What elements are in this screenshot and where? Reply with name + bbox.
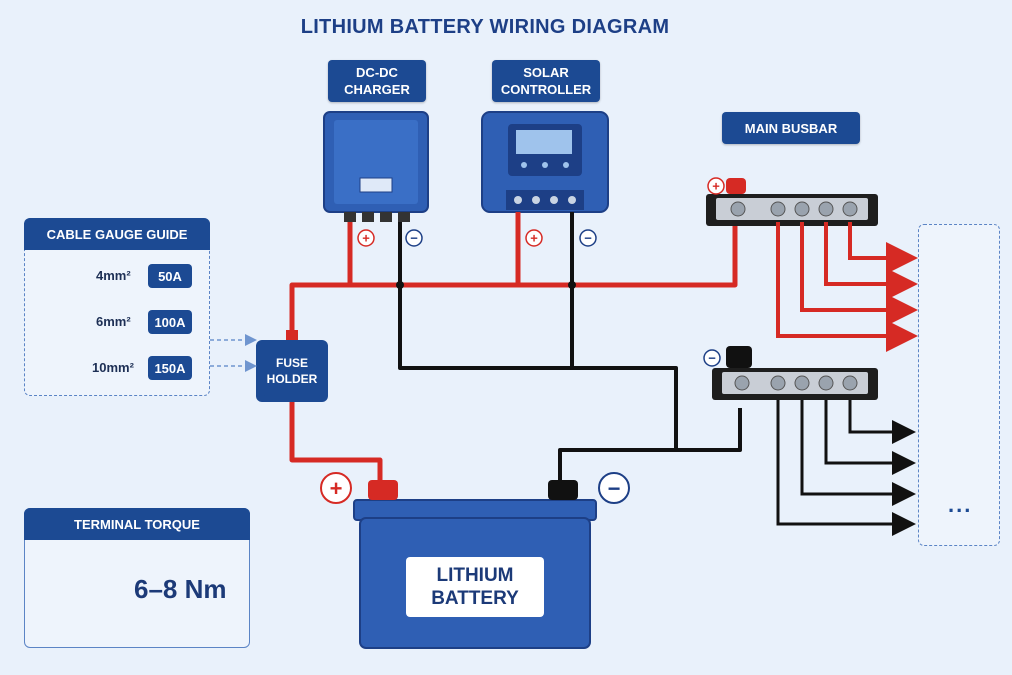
terminal-torque-value: 6–8 Nm — [134, 574, 227, 604]
solar-controller — [481, 111, 609, 213]
gauge-4mm: 4mm² — [96, 268, 131, 283]
amp-100a: 100A — [148, 310, 192, 334]
fuse-holder-label: FUSE HOLDER — [262, 346, 322, 396]
cable-gauge-guide-title: CABLE GAUGE GUIDE — [24, 218, 210, 250]
solar-positive-symbol: + — [530, 231, 538, 246]
solar-controller-label: SOLAR CONTROLLER — [492, 60, 600, 102]
gauge-10mm: 10mm² — [92, 360, 134, 375]
busbar-positive-symbol: + — [712, 179, 720, 194]
terminal-torque-title: TERMINAL TORQUE — [24, 508, 250, 540]
amp-50a: 50A — [148, 264, 192, 288]
negative-wires — [398, 212, 742, 488]
positive-wires — [289, 212, 738, 488]
busbar-negative-symbol: − — [708, 351, 716, 366]
negative-busbar — [712, 346, 878, 400]
positive-busbar — [706, 194, 878, 226]
solar-negative-symbol: − — [584, 231, 592, 246]
gauge-6mm: 6mm² — [96, 314, 131, 329]
charger-negative-symbol: − — [410, 231, 418, 246]
battery-negative-symbol: − — [608, 476, 621, 501]
positive-busbar-terminal — [726, 178, 746, 194]
battery-label: LITHIUM BATTERY — [406, 557, 544, 617]
dcdc-charger-label: DC-DC CHARGER — [328, 60, 426, 102]
amp-150a: 150A — [148, 356, 192, 380]
more-loads-ellipsis: ... — [948, 492, 973, 517]
loads-panel — [918, 224, 1000, 546]
positive-load-wires — [776, 222, 918, 352]
guide-pointers — [210, 334, 257, 372]
dcdc-charger — [323, 111, 429, 222]
main-busbar-label: MAIN BUSBAR — [722, 112, 860, 144]
negative-load-wires — [776, 400, 916, 536]
diagram-title: LITHIUM BATTERY WIRING DIAGRAM — [300, 16, 670, 38]
polarity-symbols: + − + − + − + − — [320, 177, 725, 504]
charger-positive-symbol: + — [362, 231, 370, 246]
battery-positive-symbol: + — [330, 476, 343, 501]
